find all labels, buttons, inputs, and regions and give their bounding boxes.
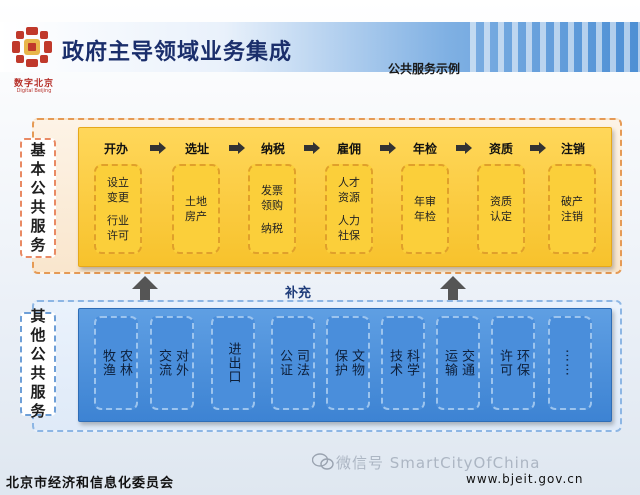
logo-subtext: Digital Beijing bbox=[16, 88, 52, 94]
other-item: 公证 bbox=[277, 349, 292, 377]
right-arrow-icon bbox=[530, 142, 546, 154]
other-box-nonglin: 农林牧渔 bbox=[94, 316, 138, 410]
label-char: 本 bbox=[30, 160, 46, 178]
up-arrow-icon bbox=[440, 276, 466, 304]
stage-item: 许可 bbox=[107, 229, 129, 242]
stage-name-guyong: 雇佣 bbox=[336, 142, 361, 156]
other-item: 科学 bbox=[404, 349, 419, 377]
other-item: 技术 bbox=[387, 349, 402, 377]
right-arrow-icon bbox=[456, 142, 472, 154]
other-box-duiwai: 对外交流 bbox=[150, 316, 194, 410]
label-char: 公 bbox=[30, 179, 46, 197]
other-box-sifa: 司法公证 bbox=[271, 316, 315, 410]
stage-box-guyong: 人才 资源 人力 社保 bbox=[325, 164, 373, 254]
other-item: 司法 bbox=[294, 349, 309, 377]
stage-item: 人力 bbox=[338, 214, 360, 227]
digital-beijing-logo-icon bbox=[12, 27, 52, 67]
stage-item: 纳税 bbox=[261, 221, 283, 235]
other-box-kexue: 科学技术 bbox=[381, 316, 425, 410]
right-arrow-icon bbox=[304, 142, 320, 154]
page-subtitle: 公共服务示例 bbox=[388, 62, 461, 76]
up-arrow-icon bbox=[132, 276, 158, 304]
stage-name-zhuxiao: 注销 bbox=[560, 142, 585, 156]
stage-box-xuanzhi: 土地 房产 bbox=[172, 164, 220, 254]
stage-item: 破产 bbox=[561, 195, 583, 208]
stage-name-xuanzhi: 选址 bbox=[184, 142, 209, 156]
stage-box-zizhi: 资质 认定 bbox=[477, 164, 525, 254]
label-char: 服 bbox=[30, 217, 46, 235]
stage-box-nianjian: 年审 年检 bbox=[401, 164, 449, 254]
other-item: 交通 bbox=[459, 349, 474, 377]
stage-item: 变更 bbox=[107, 191, 129, 204]
label-char: 务 bbox=[30, 402, 46, 420]
label-char: 共 bbox=[30, 364, 46, 382]
wechat-watermark: 微信号 SmartCityOfChina bbox=[336, 454, 541, 472]
other-item: 牧渔 bbox=[100, 349, 115, 377]
stage-item: 社保 bbox=[338, 229, 360, 242]
label-char: 基 bbox=[30, 141, 46, 159]
footer-url: www.bjeit.gov.cn bbox=[466, 472, 584, 486]
right-arrow-icon bbox=[380, 142, 396, 154]
stage-box-nashui: 发票 领购 纳税 bbox=[248, 164, 296, 254]
other-item: …… bbox=[562, 349, 578, 377]
basic-services-label: 基 本 公 共 服 务 bbox=[20, 138, 56, 258]
other-box-jiaotong: 交通运输 bbox=[436, 316, 480, 410]
stage-item: 人才 bbox=[338, 176, 360, 189]
logo-text: 数字北京 bbox=[13, 79, 54, 89]
stage-item: 土地 bbox=[185, 195, 207, 208]
other-item: 交流 bbox=[156, 349, 171, 377]
footer-organization: 北京市经济和信息化委员会 bbox=[6, 476, 175, 491]
stage-item: 资源 bbox=[338, 191, 360, 204]
label-char: 他 bbox=[30, 326, 46, 344]
other-item: 对外 bbox=[173, 349, 188, 377]
stage-item: 认定 bbox=[490, 210, 512, 223]
stage-name-nianjian: 年检 bbox=[412, 142, 437, 156]
other-item: 文物 bbox=[349, 349, 364, 377]
stage-item: 领购 bbox=[261, 198, 283, 212]
stage-item: 年审 bbox=[414, 195, 436, 208]
other-item: 保护 bbox=[332, 349, 347, 377]
other-item: 环保 bbox=[514, 349, 529, 377]
label-char: 公 bbox=[30, 345, 46, 363]
stage-item: 行业 bbox=[107, 214, 129, 227]
label-char: 服 bbox=[30, 383, 46, 401]
label-char: 务 bbox=[30, 236, 46, 254]
stage-item: 注销 bbox=[561, 210, 583, 223]
stage-box-kaiban: 设立 变更 行业 许可 bbox=[94, 164, 142, 254]
other-item: 农林 bbox=[117, 349, 132, 377]
stage-item: 设立 bbox=[107, 176, 129, 189]
other-item: 进出口 bbox=[225, 342, 241, 384]
stage-item: 资质 bbox=[490, 195, 512, 208]
label-char: 其 bbox=[30, 307, 46, 325]
other-box-more: …… bbox=[548, 316, 592, 410]
other-box-jinchukou: 进出口 bbox=[211, 316, 255, 410]
page-title: 政府主导领域业务集成 bbox=[62, 40, 293, 65]
wechat-icon bbox=[312, 453, 334, 470]
supplement-label: 补充 bbox=[285, 286, 312, 301]
right-arrow-icon bbox=[229, 142, 245, 154]
other-box-huanbao: 环保许可 bbox=[491, 316, 535, 410]
other-item: 运输 bbox=[442, 349, 457, 377]
header-stripes bbox=[470, 22, 640, 72]
stage-name-kaiban: 开办 bbox=[103, 142, 128, 156]
stage-box-zhuxiao: 破产 注销 bbox=[548, 164, 596, 254]
stage-item: 发票 bbox=[261, 183, 283, 197]
other-services-label: 其 他 公 共 服 务 bbox=[20, 307, 56, 420]
other-item: 许可 bbox=[497, 349, 512, 377]
other-box-wenwu: 文物保护 bbox=[326, 316, 370, 410]
label-char: 共 bbox=[30, 198, 46, 216]
stage-name-nashui: 纳税 bbox=[260, 142, 285, 156]
right-arrow-icon bbox=[150, 142, 166, 154]
stage-item: 房产 bbox=[185, 210, 207, 223]
stage-item: 年检 bbox=[414, 210, 436, 223]
stage-name-zizhi: 资质 bbox=[488, 142, 513, 156]
